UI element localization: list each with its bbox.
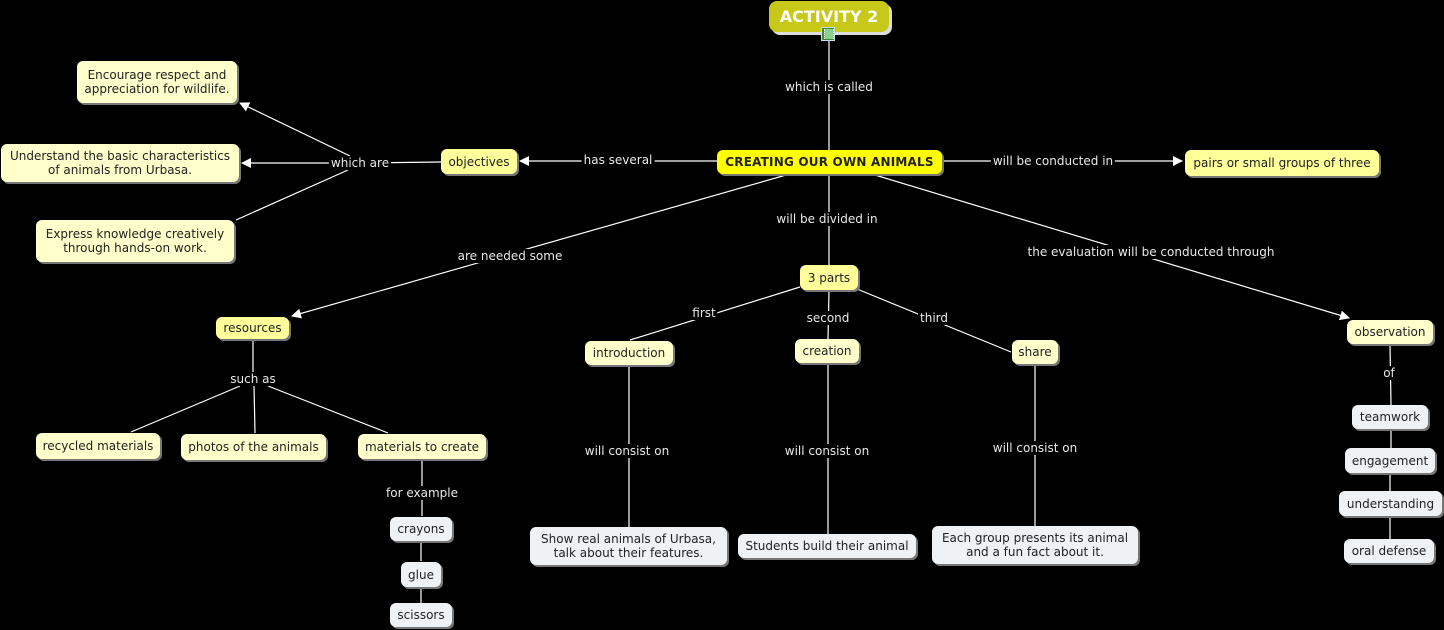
concept-understanding[interactable]: understanding [1339, 491, 1442, 516]
concept-scissors[interactable]: scissors [390, 603, 452, 627]
link-label-first: first [690, 306, 718, 320]
concept-intro-description[interactable]: Show real animals of Urbasa, talk about … [530, 527, 727, 565]
link-label-third: third [918, 311, 950, 325]
concept-objective-1[interactable]: Encourage respect and appreciation for w… [77, 61, 237, 103]
concept-glue[interactable]: glue [401, 562, 441, 587]
concept-recycled-materials[interactable]: recycled materials [36, 433, 160, 459]
link-label-will-be-divided-in: will be divided in [774, 212, 880, 226]
line-suchas-photos [253, 385, 256, 434]
concept-observation[interactable]: observation [1347, 320, 1433, 344]
line-suchas-materials [267, 385, 389, 434]
concept-crayons[interactable]: crayons [390, 517, 452, 541]
title-node[interactable]: ACTIVITY 2 [769, 1, 889, 32]
link-label-such-as: such as [228, 372, 278, 386]
concept-oral-defense[interactable]: oral defense [1344, 539, 1434, 563]
line-main-resources [291, 174, 787, 319]
concept-photos-of-animals[interactable]: photos of the animals [181, 434, 326, 460]
line-which-obj1 [239, 102, 351, 157]
concept-creation[interactable]: creation [795, 339, 859, 363]
link-label-consist-creation: will consist on [782, 444, 872, 458]
concept-objective-3[interactable]: Express knowledge creatively through han… [36, 220, 234, 262]
concept-materials-to-create[interactable]: materials to create [358, 434, 486, 459]
link-label-consist-share: will consist on [990, 441, 1080, 455]
main-concept-node[interactable]: CREATING OUR OWN ANIMALS [717, 150, 942, 174]
link-label-consist-intro: will consist on [582, 444, 672, 458]
concept-teamwork[interactable]: teamwork [1352, 405, 1428, 429]
link-label-evaluation: the evaluation will be conducted through [1025, 245, 1277, 259]
concept-creation-description[interactable]: Students build their animal [738, 534, 916, 558]
concept-resources[interactable]: resources [216, 317, 289, 339]
link-label-will-be-conducted-in: will be conducted in [990, 154, 1116, 168]
concept-share-description[interactable]: Each group presents its animal and a fun… [932, 526, 1138, 564]
film-icon[interactable] [821, 27, 835, 41]
link-label-has-several: has several [581, 153, 655, 167]
link-label-which-are: which are [328, 156, 392, 170]
link-label-of: of [1381, 366, 1397, 380]
concept-engagement[interactable]: engagement [1345, 448, 1435, 473]
link-label-second: second [804, 311, 852, 325]
link-label-are-needed-some: are needed some [455, 249, 565, 263]
concept-3-parts[interactable]: 3 parts [800, 265, 858, 290]
line-which-obj3 [235, 169, 349, 221]
concept-introduction[interactable]: introduction [585, 341, 673, 365]
concept-objective-2[interactable]: Understand the basic characteristics of … [1, 144, 239, 182]
concept-groups[interactable]: pairs or small groups of three [1185, 150, 1379, 176]
concept-share[interactable]: share [1012, 340, 1058, 364]
link-label-for-example: for example [384, 486, 460, 500]
concept-objectives[interactable]: objectives [441, 149, 517, 174]
link-label-which-is-called: which is called [783, 80, 875, 94]
line-suchas-recycled [130, 385, 241, 433]
